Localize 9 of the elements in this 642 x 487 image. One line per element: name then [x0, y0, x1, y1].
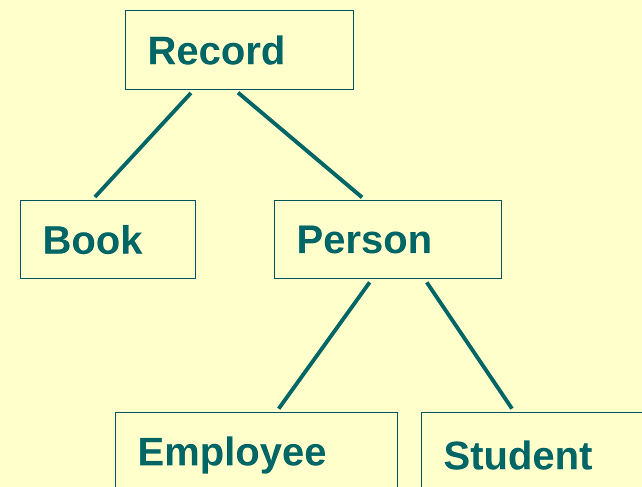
class-box: Student — [421, 412, 642, 487]
class-box: Employee — [115, 412, 398, 487]
class-box: Record — [125, 10, 354, 90]
class-box: Person — [274, 200, 502, 279]
connector-line — [425, 281, 514, 410]
connector-line — [93, 92, 192, 198]
class-box: Book — [20, 200, 196, 279]
connector-line — [277, 281, 372, 410]
connector-line — [236, 91, 364, 199]
